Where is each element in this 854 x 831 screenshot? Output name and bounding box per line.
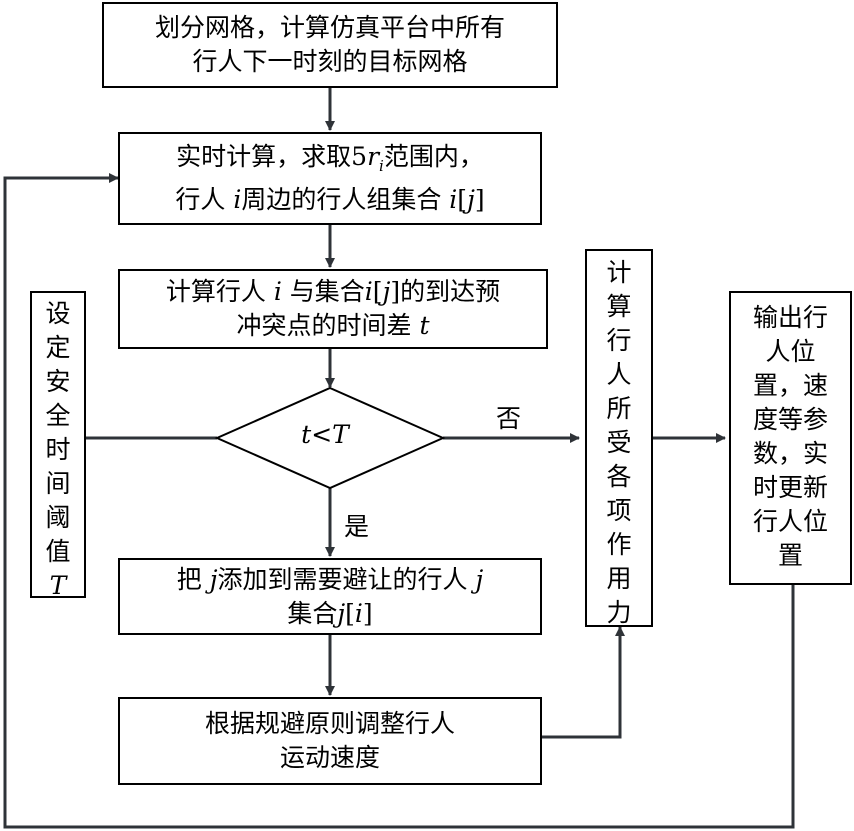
safety-threshold-text: 设 定 安 全 时 间 阈 值 T bbox=[45, 299, 71, 600]
step1-line2: 行人下一时刻的目标网格 bbox=[192, 47, 468, 76]
step1-grid-division-box: 划分网格，计算仿真平台中所有 行人下一时刻的目标网格 bbox=[102, 2, 558, 88]
step2-realtime-calc-box: 实时计算，求取5ri范围内， 行人 i周边的行人组集合 i[j] bbox=[118, 132, 542, 225]
step5-adjust-speed-box: 根据规避原则调整行人 运动速度 bbox=[118, 697, 542, 785]
output-update-box: 输出行 人位 置，速 度等参 数，实 时更新 行人位 置 bbox=[729, 291, 852, 585]
forces-calc-box: 计 算 行 人 所 受 各 项 作 用 力 bbox=[585, 249, 653, 627]
step5-line1: 根据规避原则调整行人 bbox=[204, 709, 455, 738]
step3-time-difference-box: 计算行人 i 与集合i[j]的到达预 冲突点的时间差 t bbox=[118, 269, 548, 349]
decision-condition: t<T bbox=[301, 420, 349, 449]
output-update-text: 输出行 人位 置，速 度等参 数，实 时更新 行人位 置 bbox=[752, 303, 828, 570]
decision-diamond bbox=[214, 386, 446, 490]
yes-label: 是 bbox=[344, 512, 370, 541]
arrow-step5-to-forces bbox=[542, 626, 625, 739]
step3-line2: 冲突点的时间差 t bbox=[236, 311, 430, 340]
step4-line1: 把 j添加到需要避让的行人 j bbox=[176, 564, 484, 594]
step4-line2: 集合j[i] bbox=[287, 598, 373, 628]
no-label: 否 bbox=[496, 404, 522, 433]
step5-line2: 运动速度 bbox=[279, 743, 380, 772]
step4-add-to-avoid-set-box: 把 j添加到需要避让的行人 j 集合j[i] bbox=[118, 558, 542, 635]
step2-line1: 实时计算，求取5ri范围内， bbox=[176, 142, 484, 175]
safety-threshold-box: 设 定 安 全 时 间 阈 值 T bbox=[30, 291, 86, 600]
arrow-feedback-loop bbox=[3, 173, 795, 829]
step3-line1: 计算行人 i 与集合i[j]的到达预 bbox=[165, 277, 501, 306]
step1-line1: 划分网格，计算仿真平台中所有 bbox=[154, 13, 505, 42]
forces-calc-text: 计 算 行 人 所 受 各 项 作 用 力 bbox=[606, 258, 632, 627]
step2-line2: 行人 i周边的行人组集合 i[j] bbox=[175, 185, 485, 214]
